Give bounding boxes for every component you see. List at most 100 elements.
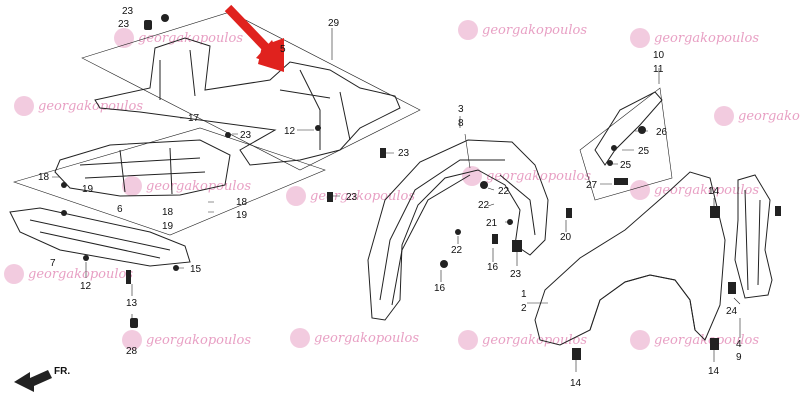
clip-icon bbox=[566, 208, 572, 218]
highlight-arrow bbox=[224, 4, 284, 72]
bolt-icon bbox=[161, 14, 169, 22]
callout-19: 19 bbox=[236, 210, 248, 221]
fender-side-seal-rib bbox=[744, 189, 761, 291]
callout-15: 15 bbox=[190, 264, 202, 275]
callout-7: 7 bbox=[50, 258, 56, 269]
watermark-text: georgakopoulos bbox=[654, 183, 759, 198]
watermark-logo-13: georgakopoulos bbox=[458, 330, 587, 350]
watermark-text: georgakopoulos bbox=[654, 333, 759, 348]
frame-bracket-group bbox=[579, 87, 673, 201]
bolt-icon bbox=[710, 338, 719, 350]
bolt-icon bbox=[61, 182, 67, 188]
fender-upper-bracket bbox=[594, 91, 663, 166]
callout-20: 20 bbox=[560, 232, 572, 243]
callout-1: 1 bbox=[521, 289, 527, 300]
watermark-text: georgakopoulos bbox=[28, 267, 133, 282]
bolt-icon bbox=[315, 125, 321, 131]
callout-22: 22 bbox=[478, 200, 490, 211]
callout-23: 23 bbox=[122, 6, 134, 17]
watermark-text: georgakopoulos bbox=[738, 109, 800, 124]
callout-21: 21 bbox=[486, 218, 498, 229]
callout-13: 13 bbox=[126, 298, 138, 309]
watermark-logo-7: georgakopoulos bbox=[462, 166, 591, 186]
callout-19: 19 bbox=[82, 184, 94, 195]
watermark-logo-10: georgakopoulos bbox=[4, 264, 133, 284]
clip-icon bbox=[492, 234, 498, 244]
watermark-text: georgakopoulos bbox=[482, 23, 587, 38]
leader-lines bbox=[52, 28, 741, 372]
bolt-icon bbox=[572, 348, 581, 360]
watermark-logo-9: georgakopoulos bbox=[714, 106, 800, 126]
watermark-text: georgakopoulos bbox=[146, 333, 251, 348]
clip-icon bbox=[327, 192, 333, 202]
bolt-icon bbox=[607, 160, 613, 166]
bolt-icon bbox=[455, 229, 461, 235]
splash-shield-rib bbox=[29, 219, 171, 259]
callout-25: 25 bbox=[638, 146, 650, 157]
watermark-logo-11: georgakopoulos bbox=[122, 330, 251, 350]
clip-icon bbox=[614, 178, 628, 185]
callout-17: 17 bbox=[188, 113, 200, 124]
bolt-icon bbox=[638, 126, 646, 134]
watermark-logo-6: georgakopoulos bbox=[286, 186, 415, 206]
fender-side-seal bbox=[734, 174, 773, 299]
callout-23: 23 bbox=[346, 192, 358, 203]
callout-19: 19 bbox=[162, 221, 174, 232]
watermark-text: georgakopoulos bbox=[138, 31, 243, 46]
watermark-logo-4: georgakopoulos bbox=[14, 96, 143, 116]
watermark-text: georgakopoulos bbox=[38, 99, 143, 114]
callout-27: 27 bbox=[586, 180, 598, 191]
watermark-text: georgakopoulos bbox=[146, 179, 251, 194]
callout-5: 5 bbox=[280, 44, 286, 55]
clip-icon bbox=[380, 148, 386, 158]
front-label: FR. bbox=[54, 366, 70, 377]
callout-24: 24 bbox=[726, 306, 738, 317]
bolt-icon bbox=[83, 255, 89, 261]
watermark-text: georgakopoulos bbox=[310, 189, 415, 204]
watermark-logo-14: georgakopoulos bbox=[630, 330, 759, 350]
inner-fender-rib bbox=[379, 159, 536, 306]
callout-18: 18 bbox=[236, 197, 248, 208]
callout-12: 12 bbox=[80, 281, 92, 292]
callout-16: 16 bbox=[434, 283, 446, 294]
callout-11: 11 bbox=[653, 64, 664, 75]
callout-14: 14 bbox=[708, 186, 720, 197]
callout-14: 14 bbox=[708, 366, 720, 377]
callout-23: 23 bbox=[118, 19, 130, 30]
clip-icon bbox=[728, 282, 736, 294]
splash-shield bbox=[9, 207, 191, 267]
callout-18: 18 bbox=[38, 172, 50, 183]
callout-6: 6 bbox=[117, 204, 123, 215]
front-direction-indicator: FR. bbox=[14, 366, 70, 392]
screw-icon bbox=[126, 270, 131, 284]
watermark-logo-2: georgakopoulos bbox=[458, 20, 587, 40]
callout-18: 18 bbox=[162, 207, 174, 218]
watermark-group: georgakopoulos georgakopoulos georgakopo… bbox=[4, 20, 800, 350]
callout-14: 14 bbox=[570, 378, 582, 389]
watermark-logo-12: georgakopoulos bbox=[290, 328, 419, 348]
callout-9: 9 bbox=[736, 352, 742, 363]
callout-3: 3 bbox=[458, 104, 464, 115]
callout-22: 22 bbox=[498, 186, 510, 197]
watermark-logo-1: georgakopoulos bbox=[114, 28, 243, 48]
callout-16: 16 bbox=[487, 262, 499, 273]
watermark-logo-5: georgakopoulos bbox=[122, 176, 251, 196]
clip-icon bbox=[512, 240, 522, 252]
callout-23: 23 bbox=[510, 269, 522, 280]
watermark-logo-8: georgakopoulos bbox=[630, 180, 759, 200]
bolt-icon bbox=[61, 210, 67, 216]
callout-2: 2 bbox=[521, 303, 527, 314]
front-arrow-icon bbox=[14, 370, 52, 392]
bolt-icon bbox=[611, 145, 617, 151]
fastener-group bbox=[61, 14, 781, 360]
watermark-text: georgakopoulos bbox=[654, 31, 759, 46]
callout-22: 22 bbox=[451, 245, 463, 256]
frame-lower-undercover bbox=[13, 127, 326, 236]
lower-undercover bbox=[54, 139, 231, 197]
callout-12: 12 bbox=[284, 126, 296, 137]
callout-23: 23 bbox=[398, 148, 410, 159]
clip-icon bbox=[130, 318, 138, 328]
callout-25: 25 bbox=[620, 160, 632, 171]
upper-undercover bbox=[94, 37, 401, 166]
